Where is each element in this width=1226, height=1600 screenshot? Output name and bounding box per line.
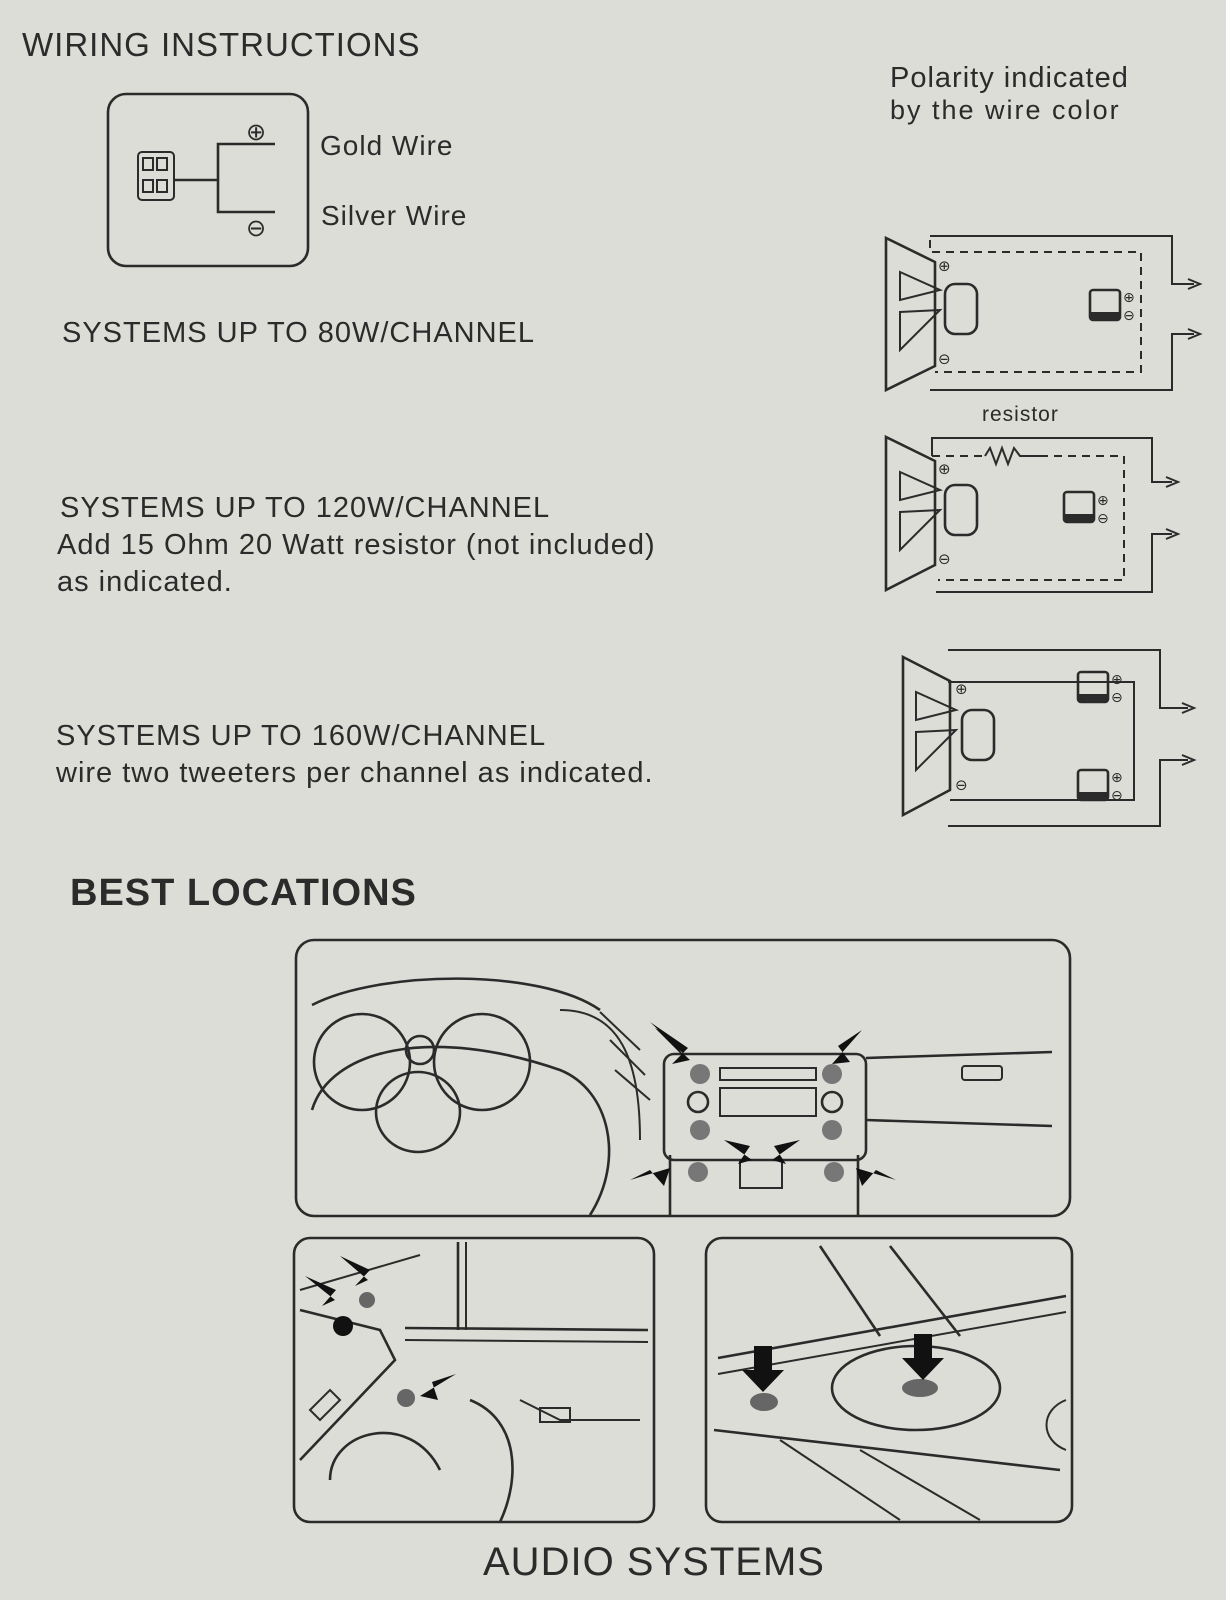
rear-deck-illustration bbox=[704, 1236, 1074, 1524]
location-arrows-dashboard bbox=[630, 1022, 896, 1186]
polarity-note: Polarity indicated by the wire color bbox=[890, 62, 1129, 126]
resistor-label: resistor bbox=[982, 403, 1059, 426]
system-120w-resistor-note: Add 15 Ohm 20 Watt resistor (not include… bbox=[57, 529, 656, 561]
door-illustration bbox=[292, 1236, 656, 1524]
minus-icon: ⊖ bbox=[246, 214, 266, 242]
svg-text:⊕: ⊕ bbox=[1097, 493, 1109, 509]
svg-text:⊖: ⊖ bbox=[1111, 788, 1123, 804]
location-arrows-door bbox=[305, 1256, 456, 1400]
svg-text:⊕: ⊕ bbox=[1111, 672, 1123, 688]
svg-text:⊖: ⊖ bbox=[938, 350, 951, 368]
polarity-note-line2: by the wire color bbox=[890, 95, 1121, 125]
location-arrows-rear-deck bbox=[742, 1334, 944, 1392]
system-120w-as-indicated: as indicated. bbox=[57, 566, 233, 598]
svg-text:⊕: ⊕ bbox=[938, 460, 951, 478]
system-160w-tweeter-note: wire two tweeters per channel as indicat… bbox=[56, 757, 654, 789]
system-160w-title: SYSTEMS UP TO 160W/CHANNEL bbox=[56, 720, 547, 752]
wiring-diagram-120w: ⊕ ⊖ ⊕ ⊖ bbox=[884, 434, 1181, 593]
polarity-note-line1: Polarity indicated bbox=[890, 62, 1129, 94]
system-120w-title: SYSTEMS UP TO 120W/CHANNEL bbox=[60, 492, 551, 524]
resistor-symbol bbox=[984, 445, 1040, 467]
svg-text:⊖: ⊖ bbox=[1123, 308, 1135, 324]
wiring-diagram-80w: ⊕ ⊖ ⊕ ⊖ bbox=[884, 235, 1203, 393]
silver-wire-label: Silver Wire bbox=[321, 200, 468, 231]
system-80w-title: SYSTEMS UP TO 80W/CHANNEL bbox=[62, 317, 536, 349]
dashboard-illustration bbox=[294, 938, 1072, 1218]
wiring-instructions-heading: WIRING INSTRUCTIONS bbox=[22, 26, 421, 63]
wiring-diagram-160w: ⊕ ⊖ ⊕ ⊖ ⊕ ⊖ bbox=[901, 649, 1197, 827]
svg-text:⊖: ⊖ bbox=[955, 776, 968, 794]
svg-text:⊕: ⊕ bbox=[955, 680, 968, 698]
plus-icon: ⊕ bbox=[246, 118, 266, 146]
polarity-connector-diagram: ⊕ ⊖ bbox=[106, 92, 310, 268]
woofer-magnet-icon-3 bbox=[960, 708, 996, 762]
svg-text:⊖: ⊖ bbox=[938, 550, 951, 568]
steering-wheel bbox=[310, 1045, 611, 1216]
system-160w-block: SYSTEMS UP TO 160W/CHANNEL wire two twee… bbox=[56, 718, 654, 792]
system-120w-block: SYSTEMS UP TO 120W/CHANNEL Add 15 Ohm 20… bbox=[57, 490, 656, 601]
svg-text:⊕: ⊕ bbox=[1123, 290, 1135, 306]
woofer-magnet-icon-2 bbox=[943, 483, 979, 537]
woofer-magnet-icon bbox=[943, 282, 979, 336]
best-locations-heading: BEST LOCATIONS bbox=[70, 872, 417, 914]
audio-systems-footer: AUDIO SYSTEMS bbox=[483, 1540, 825, 1584]
svg-text:⊖: ⊖ bbox=[1111, 690, 1123, 706]
svg-text:⊕: ⊕ bbox=[938, 257, 951, 275]
svg-text:⊖: ⊖ bbox=[1097, 511, 1109, 527]
gold-wire-label: Gold Wire bbox=[320, 130, 454, 161]
connector-plug-icon bbox=[137, 151, 175, 201]
svg-text:⊕: ⊕ bbox=[1111, 770, 1123, 786]
